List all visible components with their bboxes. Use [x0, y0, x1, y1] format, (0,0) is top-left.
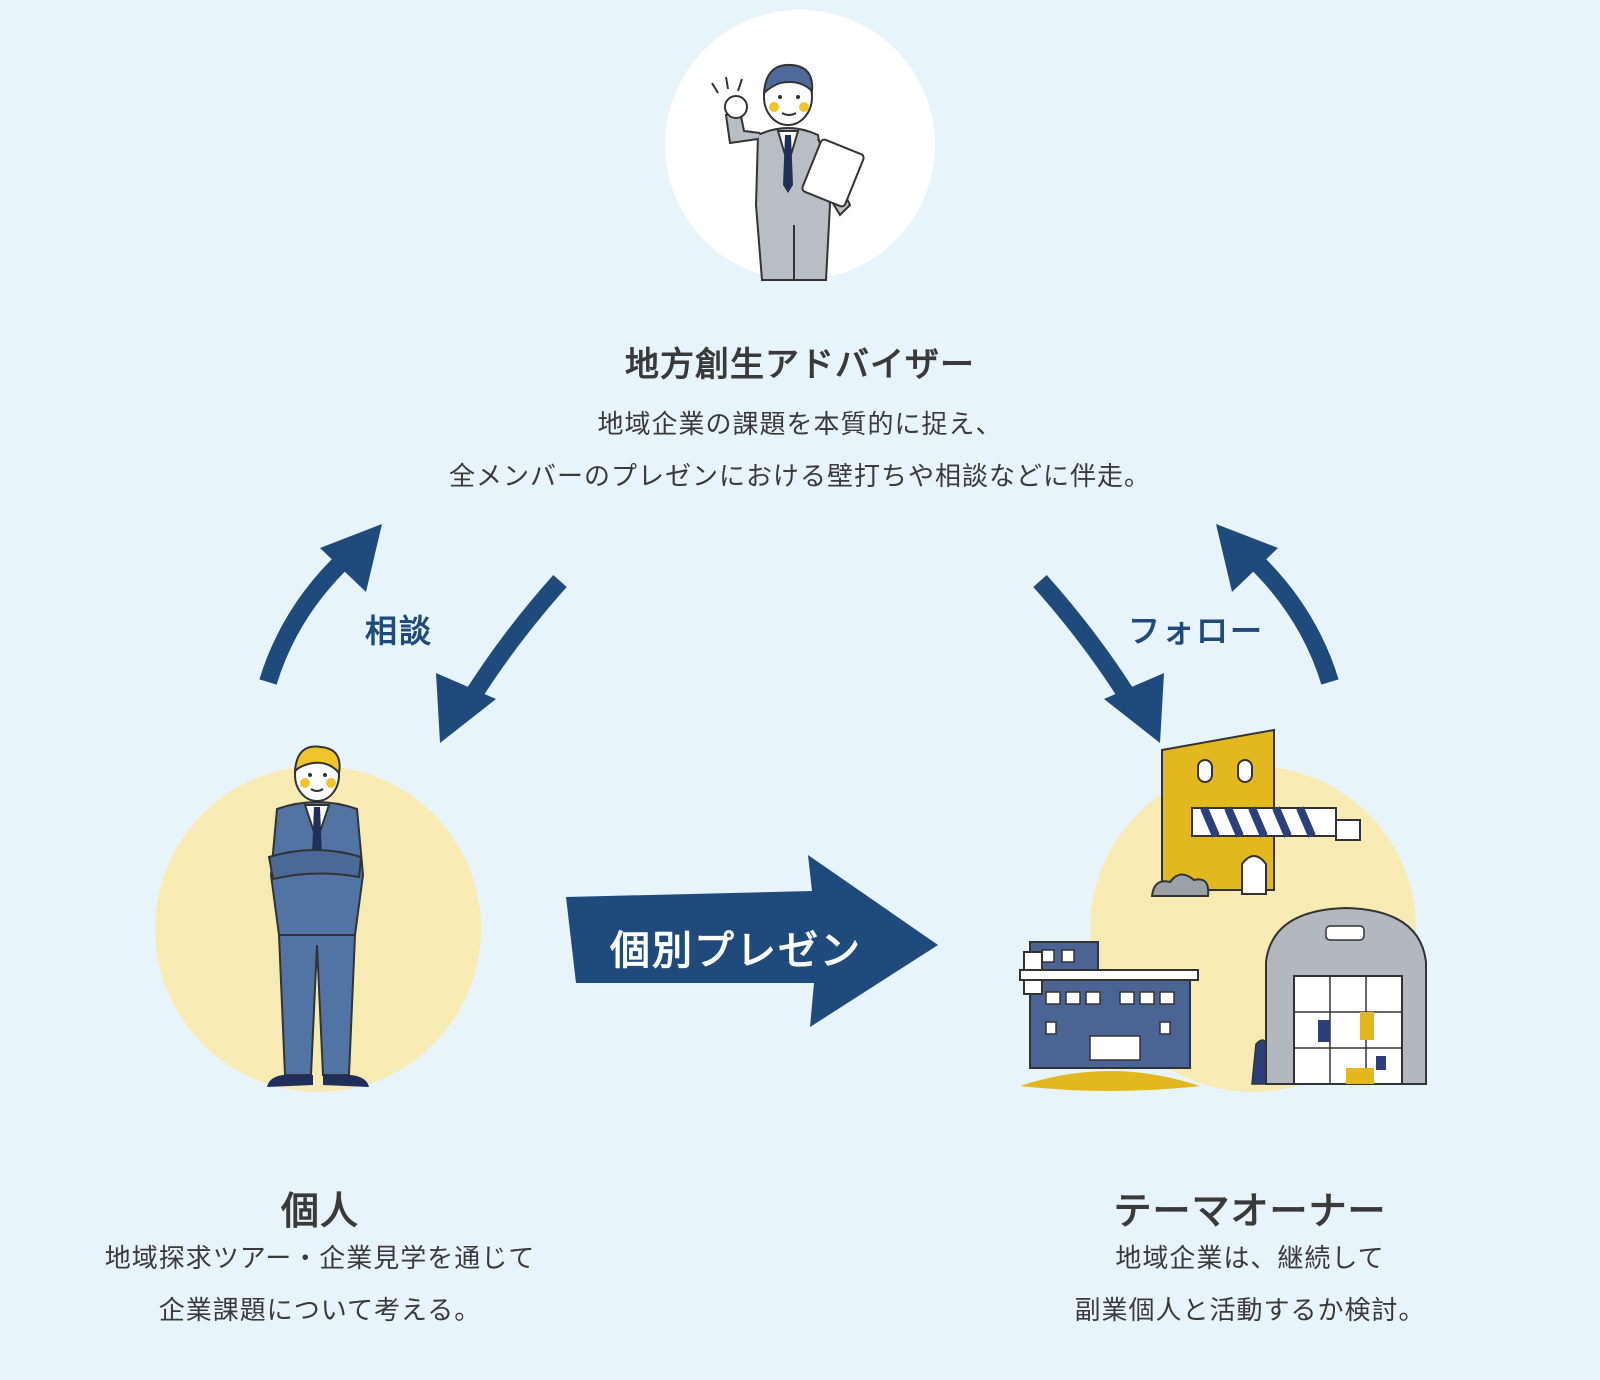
arrow-advisor-to-individual — [436, 575, 567, 743]
arrow-advisor-to-owner — [1033, 575, 1164, 743]
advisor-desc-line2: 全メンバーのプレゼンにおける壁打ちや相談などに伴走。 — [448, 462, 1151, 492]
individual-illustration — [267, 745, 369, 1087]
arrow-individual-presentation — [566, 855, 938, 1027]
individual-desc-line2: 企業課題について考える。 — [158, 1296, 482, 1326]
advisor-title: 地方創生アドバイザー — [625, 345, 975, 385]
owner-buildings-illustration — [1019, 728, 1427, 1091]
owner-desc-line1: 地域企業は、継続して — [1115, 1244, 1385, 1274]
advisor-desc-line1: 地域企業の課題を本質的に捉え、 — [597, 410, 1003, 440]
presentation-label: 個別プレゼン — [610, 928, 862, 974]
owner-desc-line2: 副業個人と活動するか検討。 — [1074, 1296, 1426, 1326]
arrow-owner-to-advisor — [1216, 524, 1339, 685]
flow-label-follow: フォロー — [1128, 612, 1265, 650]
advisor-illustration — [711, 63, 865, 281]
owner-title: テーマオーナー — [1113, 1189, 1387, 1233]
individual-desc-line1: 地域探求ツアー・企業見学を通じて — [104, 1244, 536, 1274]
flow-label-consult: 相談 — [365, 612, 434, 650]
arrow-individual-to-advisor — [259, 524, 382, 685]
individual-title: 個人 — [280, 1189, 359, 1233]
